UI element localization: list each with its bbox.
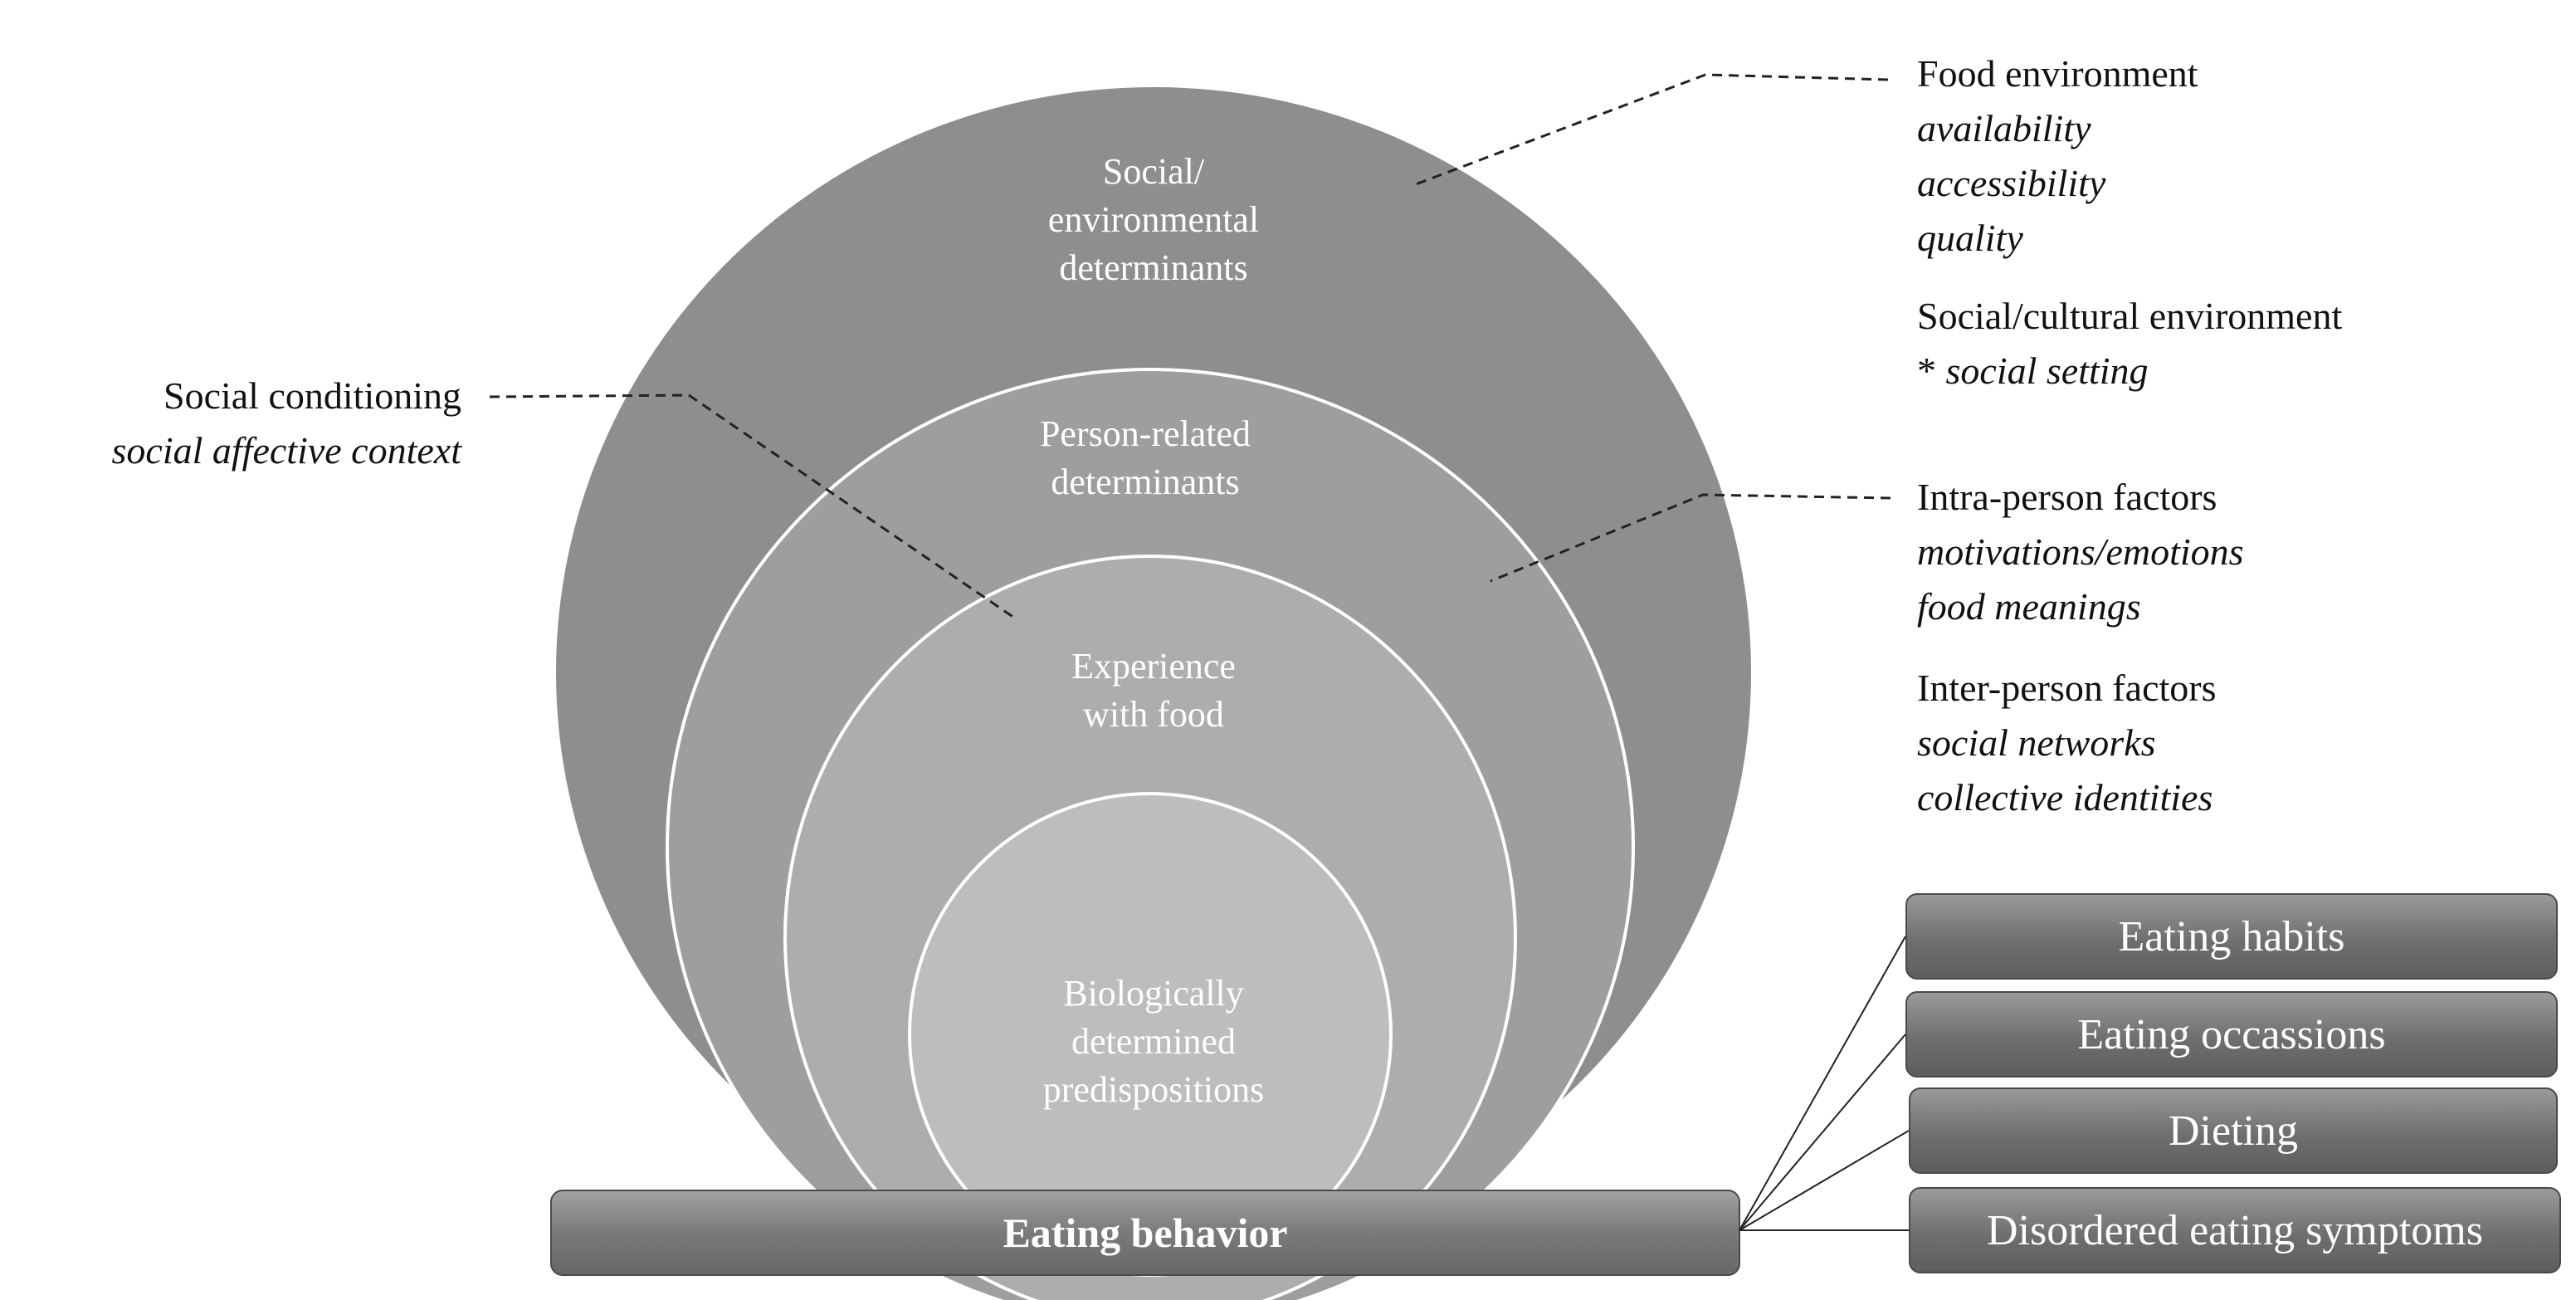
motivations-emotions-item: motivations/emotions <box>1917 530 2244 573</box>
social-environmental-line-2: environmental <box>1047 199 1260 240</box>
biological-line-2: determined <box>1071 1021 1236 1062</box>
food-environment-leader <box>1415 73 1889 186</box>
social-setting-item: social setting <box>1945 349 2149 392</box>
social-conditioning-leader <box>489 393 1015 619</box>
social-cultural-annotation: Social/cultural environment * social set… <box>1917 289 2342 398</box>
biological-line-1: Biologically <box>1063 973 1244 1014</box>
intra-person-annotation: Intra-person factors motivations/emotion… <box>1917 470 2244 634</box>
outcome-eating-habits: Eating habits <box>1905 893 2558 980</box>
social-setting-prefix: * <box>1917 349 1946 392</box>
social-conditioning-title: Social conditioning <box>163 374 461 417</box>
connector-eating-habits <box>1739 936 1906 1231</box>
social-conditioning-annotation: Social conditioning social affective con… <box>112 369 461 478</box>
connector-eating-occasions <box>1739 1034 1906 1231</box>
eating-behavior-label: Eating behavior <box>1003 1210 1288 1256</box>
biological-line-3: predispositions <box>1042 1069 1265 1110</box>
intra-person-title: Intra-person factors <box>1917 476 2217 518</box>
eating-behavior-bar <box>550 1190 1740 1276</box>
quality-item: quality <box>1917 217 2023 259</box>
experience-line-2: with food <box>1083 694 1224 735</box>
social-environmental-label: Social/ environmental determinants <box>988 148 1320 292</box>
social-cultural-title: Social/cultural environment <box>1917 295 2343 337</box>
outcome-dieting: Dieting <box>1909 1087 2558 1174</box>
connector-dieting <box>1739 1130 1910 1231</box>
social-environmental-line-1: Social/ <box>1102 151 1205 192</box>
social-networks-item: social networks <box>1917 721 2156 764</box>
experience-line-1: Experience <box>1071 646 1236 687</box>
food-environment-annotation: Food environment availability accessibil… <box>1917 46 2198 266</box>
person-related-line-1: Person-related <box>1039 413 1251 454</box>
inter-person-annotation: Inter-person factors social networks col… <box>1917 661 2217 825</box>
food-environment-title: Food environment <box>1917 52 2198 95</box>
collective-identities-item: collective identities <box>1917 776 2213 819</box>
outcome-disordered-eating-symptoms: Disordered eating symptoms <box>1909 1187 2561 1273</box>
social-affective-context-item: social affective context <box>111 429 461 472</box>
food-meanings-item: food meanings <box>1917 585 2141 628</box>
inter-person-title: Inter-person factors <box>1917 667 2217 709</box>
outcome-connectors <box>1739 936 1910 1231</box>
person-related-line-2: determinants <box>1051 462 1240 502</box>
annotation-leaders <box>489 73 1891 619</box>
outcome-eating-occasions: Eating occassions <box>1905 991 2558 1078</box>
biological-label: Biologically determined predispositions <box>971 970 1336 1114</box>
social-setting-line: * social setting <box>1917 344 2342 398</box>
social-environmental-line-3: determinants <box>1059 247 1248 288</box>
accessibility-item: accessibility <box>1917 162 2106 204</box>
person-related-label: Person-related determinants <box>946 410 1344 506</box>
intra-person-leader <box>1490 493 1891 583</box>
experience-label: Experience with food <box>988 643 1320 739</box>
availability-item: availability <box>1917 107 2091 149</box>
